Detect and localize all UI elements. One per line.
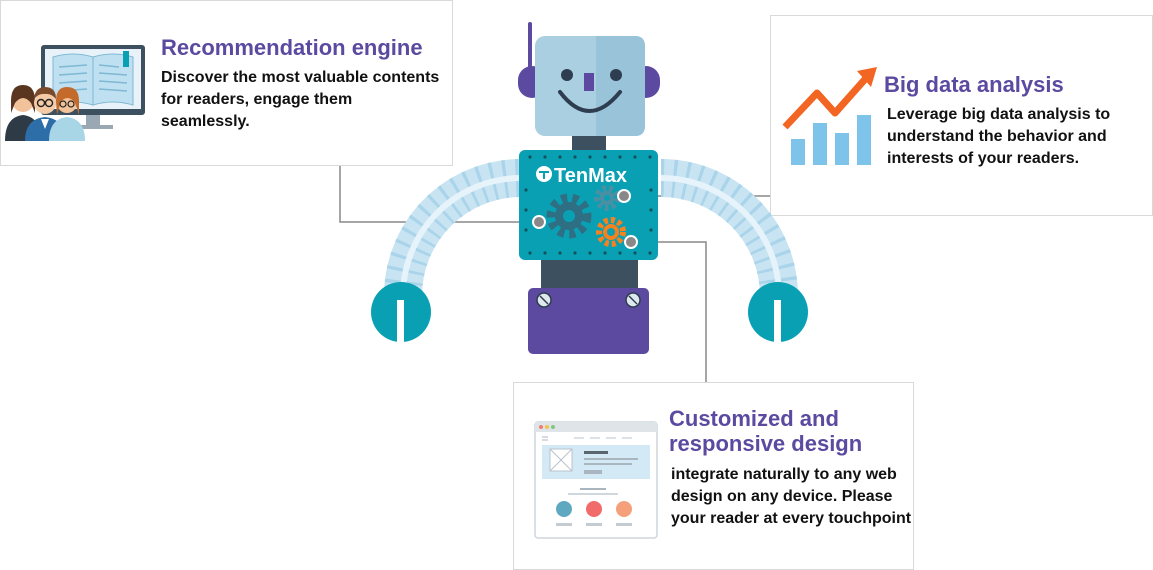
rising-chart-icon bbox=[782, 67, 877, 165]
recommendation-card: Recommendation engine Discover the most … bbox=[0, 0, 453, 166]
recommendation-description: Discover the most valuable contents for … bbox=[161, 69, 440, 130]
big-data-card: Big data analysis Leverage big data anal… bbox=[770, 15, 1153, 216]
big-data-title: Big data analysis bbox=[884, 72, 1064, 97]
connector-design bbox=[631, 241, 707, 392]
design-title: Customized and responsive design bbox=[669, 406, 863, 456]
big-data-description: Leverage big data analysis to understand… bbox=[887, 106, 1111, 167]
web-layout-icon bbox=[534, 421, 658, 539]
design-card: Customized and responsive design integra… bbox=[513, 382, 914, 570]
recommendation-title: Recommendation engine bbox=[161, 35, 423, 60]
readers-with-book-icon bbox=[5, 45, 145, 141]
design-description: integrate naturally to any web design on… bbox=[671, 466, 912, 527]
